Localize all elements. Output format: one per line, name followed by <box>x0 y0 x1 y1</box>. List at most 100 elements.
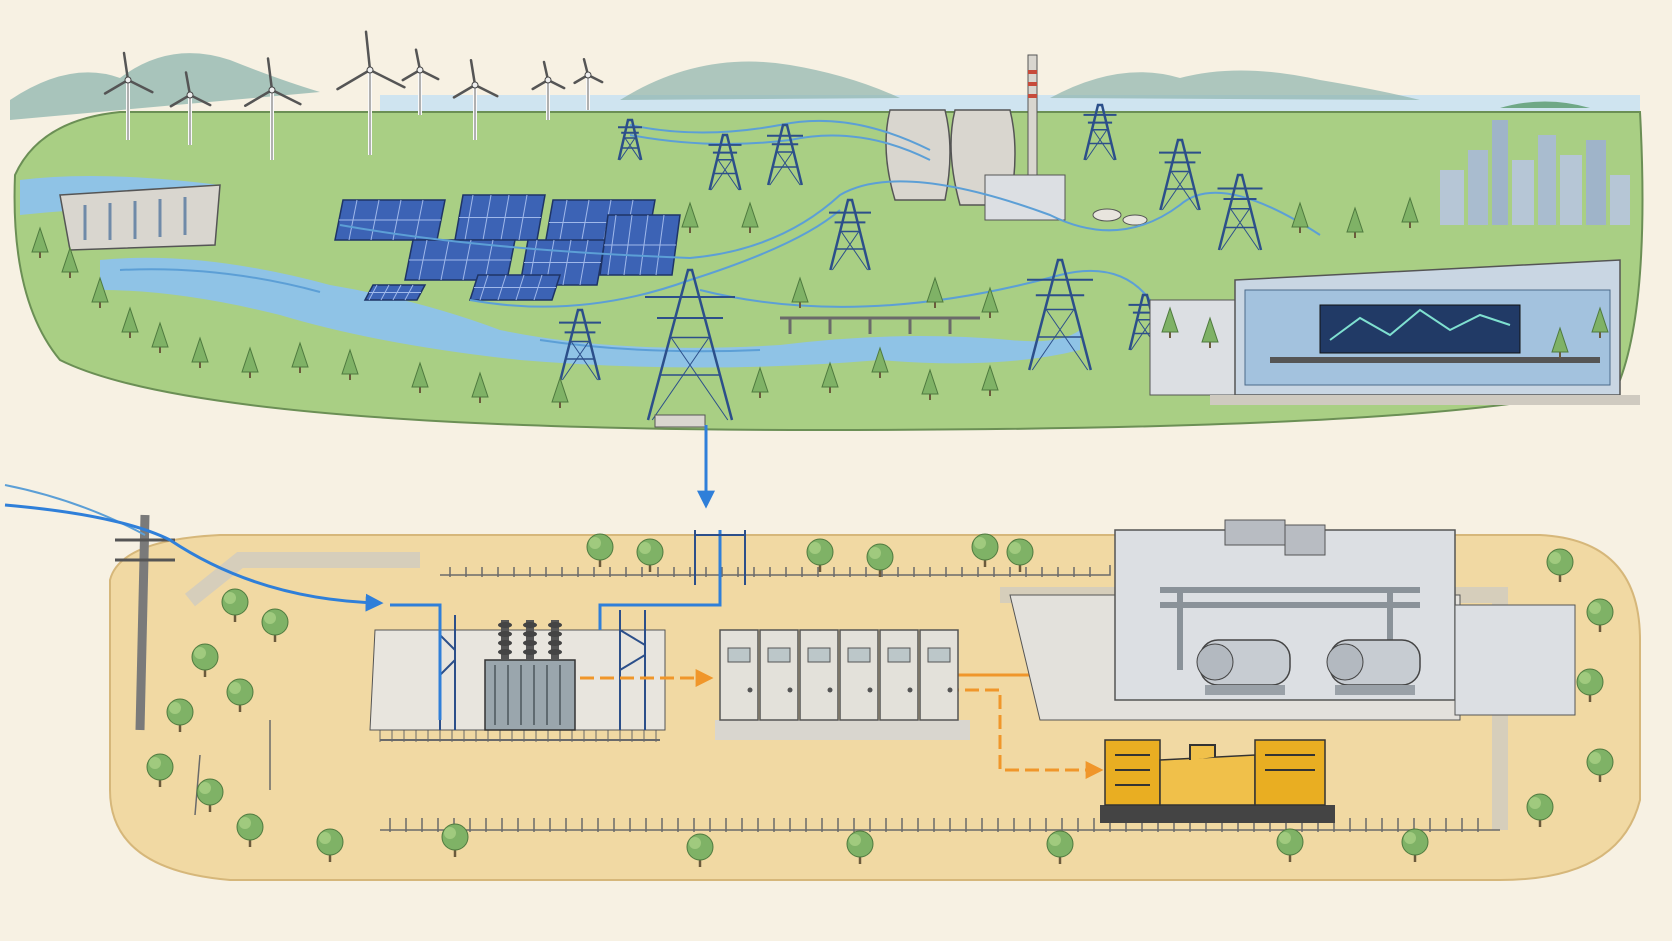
bus-gantry <box>694 530 746 585</box>
tree <box>751 366 769 398</box>
tree <box>191 643 219 677</box>
tree <box>1526 793 1554 827</box>
regional-grid-landscape <box>10 30 1644 432</box>
tree <box>971 533 999 567</box>
switchgear-cabinet <box>839 629 879 721</box>
tree <box>1346 206 1364 238</box>
transmission-tower-icon <box>829 198 871 271</box>
wind-turbine-icon <box>169 71 212 145</box>
tree <box>1201 316 1219 348</box>
incoming-feed <box>4 484 384 612</box>
tree <box>741 201 759 233</box>
hv-feed-arrow <box>654 414 715 509</box>
tree <box>1551 326 1569 358</box>
pump <box>1326 639 1421 695</box>
tree <box>871 346 889 378</box>
tree <box>261 608 289 642</box>
transmission-tower-icon <box>1083 103 1117 161</box>
tree <box>1161 306 1179 338</box>
tree <box>806 538 834 572</box>
tree <box>151 321 169 353</box>
pump <box>1196 639 1291 695</box>
tree <box>586 533 614 567</box>
tree <box>226 678 254 712</box>
upper-trees <box>31 196 1609 408</box>
utility-pole-icon <box>115 514 175 731</box>
switchgear-cabinet <box>879 629 919 721</box>
solar-panel-icon <box>519 239 606 286</box>
wind-turbine-icon <box>573 58 604 110</box>
tree <box>91 276 109 308</box>
tree <box>686 833 714 867</box>
switchgear-cabinet <box>919 629 959 721</box>
wind-turbine-icon <box>452 59 499 140</box>
tree <box>241 346 259 378</box>
transmission-tower-icon <box>559 308 601 381</box>
facility-site <box>4 484 1641 881</box>
transmission-tower-icon <box>1027 258 1093 371</box>
switchgear-cabinet <box>719 629 759 721</box>
bushing <box>548 620 562 660</box>
bushing <box>523 620 537 660</box>
tree <box>1591 306 1609 338</box>
transformer-icon <box>484 620 576 731</box>
tree <box>821 361 839 393</box>
dam-icon <box>59 184 221 251</box>
tree <box>1006 538 1034 572</box>
tree <box>1546 548 1574 582</box>
tree <box>1291 201 1309 233</box>
tree <box>146 753 174 787</box>
facility-trees <box>146 533 1614 867</box>
tree <box>1401 828 1429 862</box>
tree <box>681 201 699 233</box>
transmission-tower-icon <box>645 268 735 421</box>
tree <box>166 698 194 732</box>
transmission-tower-icon <box>766 123 804 186</box>
bridge <box>780 316 980 334</box>
transmission-tower-icon <box>1159 138 1201 211</box>
solar-panel-icon <box>468 274 562 301</box>
wind-turbine-icon <box>243 57 302 160</box>
solar-panel-icon <box>599 214 681 276</box>
transmission-tower-icon <box>708 133 742 191</box>
tree <box>846 830 874 864</box>
tree <box>791 276 809 308</box>
wind-turbine-icon <box>336 30 406 155</box>
wind-turbine-icon <box>531 60 566 120</box>
tree <box>61 246 79 278</box>
tree <box>926 276 944 308</box>
tree <box>191 336 209 368</box>
bushing <box>498 620 512 660</box>
switchgear-cabinet <box>759 629 799 721</box>
river <box>100 257 1080 368</box>
control-center-icon <box>1149 259 1640 405</box>
tree <box>236 813 264 847</box>
wind-farm <box>103 30 604 160</box>
city-skyline <box>1440 120 1630 225</box>
pump-station-icon <box>1009 519 1576 721</box>
tree <box>636 538 664 572</box>
wind-turbine-icon <box>401 48 440 115</box>
wind-turbine-icon <box>103 51 154 140</box>
tree <box>866 543 894 577</box>
tree <box>196 778 224 812</box>
tree <box>1401 196 1419 228</box>
substation <box>369 610 666 741</box>
tree <box>291 341 309 373</box>
transmission-tower-icon <box>617 118 643 161</box>
tree <box>1046 830 1074 864</box>
tree <box>1586 748 1614 782</box>
switchgear-icon <box>715 629 970 740</box>
tree <box>1586 598 1614 632</box>
solar-panel-icon <box>454 194 546 241</box>
backup-generator-icon <box>1100 739 1335 823</box>
tree <box>981 286 999 318</box>
tree <box>221 588 249 622</box>
tree <box>921 368 939 400</box>
transmission-tower-icon <box>1217 173 1263 251</box>
solar-panel-icon <box>363 284 427 301</box>
tree <box>551 376 569 408</box>
tree <box>441 823 469 857</box>
